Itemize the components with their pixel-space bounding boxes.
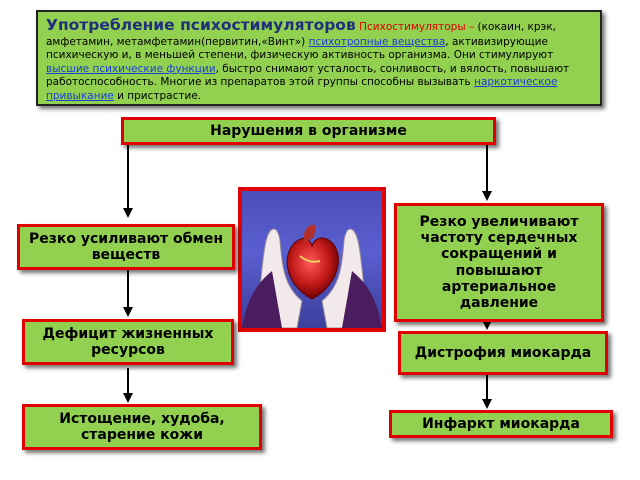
heart-image (238, 187, 386, 332)
left-node-3-label: Истощение, худоба, старение кожи (59, 410, 225, 443)
left-node-1: Резко усиливают обмен веществ (17, 224, 235, 270)
term-label: Психостимуляторы – (359, 21, 475, 33)
right-node-2: Дистрофия миокарда (398, 331, 608, 375)
right-node-3: Инфаркт миокарда (389, 410, 613, 438)
left-node-1-label: Резко усиливают обмен веществ (28, 230, 224, 263)
header-panel: Употребление психостимуляторов Психостим… (36, 10, 602, 106)
description-text-2: , активизирующие психическую и, в меньше… (46, 35, 554, 62)
left-node-2-label: Дефицит жизненных ресурсов (42, 325, 214, 358)
root-node: Нарушения в организме (121, 117, 496, 145)
root-label: Нарушения в организме (210, 122, 407, 139)
right-node-2-label: Дистрофия миокарда (414, 344, 592, 361)
link-psychotropic[interactable]: психотропные вещества (308, 35, 446, 48)
link-addiction[interactable]: наркотическое привыкание (46, 76, 558, 102)
description-text-4: и пристрастие. (113, 89, 202, 102)
description-text-1: (кокаин, крэк, амфетамин, метамфетамин(п… (46, 21, 556, 48)
right-node-1-label: Резко увеличивают частоту сердечных сокр… (419, 214, 579, 311)
page-title: Употребление психостимуляторов (46, 16, 356, 34)
right-node-1: Резко увеличивают частоту сердечных сокр… (394, 203, 604, 322)
description-text-3: , быстро снимают усталость, сонливость, … (46, 62, 570, 89)
heart-in-hands-icon (242, 224, 382, 328)
left-node-3: Истощение, худоба, старение кожи (22, 404, 262, 450)
left-node-2: Дефицит жизненных ресурсов (22, 319, 234, 365)
link-higher-functions[interactable]: высшие психические функции (46, 62, 216, 75)
right-node-3-label: Инфаркт миокарда (422, 415, 580, 432)
